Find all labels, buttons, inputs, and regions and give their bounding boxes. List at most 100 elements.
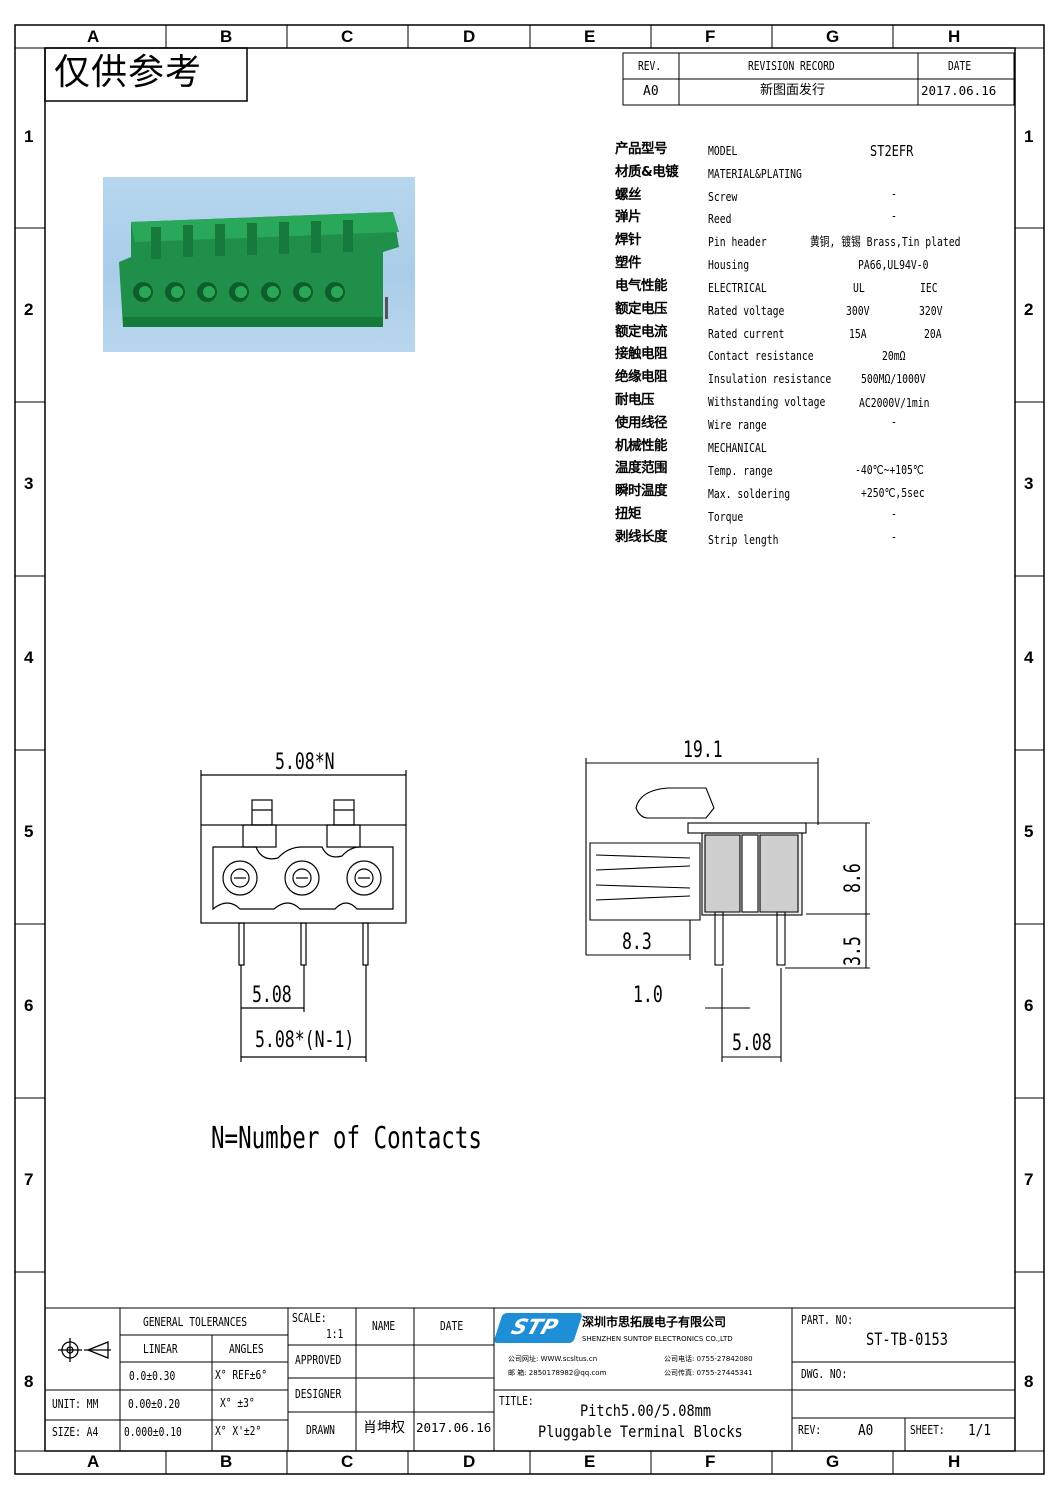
general-tolerances-label: GENERAL TOLERANCES: [143, 1315, 248, 1329]
spec-en-12: Wire range: [708, 417, 767, 432]
dwg-no-label: DWG. NO:: [801, 1367, 848, 1381]
spec-v2-8: 20A: [924, 326, 942, 341]
zone-row-6-right: 6: [1024, 996, 1034, 1015]
company-logo-text: STP: [508, 1315, 562, 1339]
spec-en-16: Torque: [708, 509, 744, 524]
spec-v2-6: IEC: [920, 280, 938, 295]
title-label: TITLE:: [499, 1394, 534, 1408]
spec-en-8: Rated current: [708, 326, 785, 341]
zone-row-4-right: 4: [1024, 648, 1034, 667]
spec-v-3: -: [891, 208, 897, 223]
dim-side-length: 19.1: [683, 738, 723, 763]
zone-col-h-top: H: [948, 27, 961, 46]
spec-v-15: +250℃,5sec: [861, 485, 925, 500]
zone-col-h-bottom: H: [948, 1452, 961, 1471]
drawn-date: 2017.06.16: [416, 1420, 492, 1435]
spec-v-11: AC2000V/1min: [859, 395, 930, 410]
spec-cn-11: 耐电压: [615, 392, 655, 408]
spec-en-13: MECHANICAL: [708, 440, 767, 455]
projection-symbol: [58, 1338, 111, 1362]
tolerance-2-linear: 0.00±0.20: [128, 1397, 181, 1411]
spec-en-0: MODEL: [708, 143, 738, 158]
name-header: NAME: [372, 1319, 396, 1333]
drawn-label: DRAWN: [306, 1423, 335, 1437]
zone-col-f-bottom: F: [705, 1452, 716, 1471]
zone-row-8-left: 8: [24, 1372, 34, 1391]
company-fax: 公司传真: 0755-27445341: [664, 1369, 753, 1377]
zone-row-5-left: 5: [24, 822, 34, 841]
zone-col-b-top: B: [220, 27, 233, 46]
spec-v-12: -: [891, 414, 897, 429]
green-connector-image: [119, 212, 399, 327]
date-header: DATE: [440, 1319, 464, 1333]
company-name-en: SHENZHEN SUNTOP ELECTRONICS CO.,LTD: [582, 1335, 733, 1343]
part-no-label: PART. NO:: [801, 1313, 854, 1327]
spec-v1-8: 15A: [849, 326, 867, 341]
drawn-by-name: 肖坤权: [363, 1420, 405, 1436]
dim-pin-width: 1.0: [633, 983, 663, 1008]
spec-v-14: -40℃~+105℃: [855, 462, 924, 477]
spec-cn-5: 塑件: [615, 255, 642, 271]
spec-cn-6: 电气性能: [615, 278, 668, 294]
zone-col-a-top: A: [87, 27, 100, 46]
zone-col-g-bottom: G: [826, 1452, 840, 1471]
spec-v-5: PA66,UL94V-0: [858, 257, 929, 272]
zone-col-e-bottom: E: [584, 1452, 596, 1471]
spec-cn-0: 产品型号: [615, 141, 668, 157]
tolerance-3-linear: 0.000±0.10: [124, 1425, 182, 1439]
zone-col-e-top: E: [584, 27, 596, 46]
dim-front-width: 5.08*N: [275, 750, 335, 775]
part-no-value: ST-TB-0153: [866, 1330, 948, 1350]
dim-side-height: 8.6: [841, 863, 866, 893]
title-line-1: Pitch5.00/5.08mm: [580, 1401, 712, 1420]
spec-model-value: ST2EFR: [870, 142, 914, 160]
size-label: SIZE: A4: [52, 1425, 99, 1439]
spec-v-9: 20mΩ: [882, 348, 906, 363]
sheet-value: 1/1: [968, 1421, 992, 1439]
spec-en-17: Strip length: [708, 532, 779, 547]
revision-value: A0: [643, 84, 659, 99]
zone-col-d-bottom: D: [463, 1452, 476, 1471]
revision-record-value: 新图面发行: [760, 83, 826, 98]
rev-label: REV:: [798, 1423, 822, 1437]
spec-cn-14: 温度范围: [615, 460, 668, 476]
contacts-note: N=Number of Contacts: [211, 1121, 482, 1156]
reference-only-stamp: 仅供参考: [54, 52, 203, 93]
scale-label: SCALE:: [292, 1311, 327, 1325]
dim-pitch: 5.08: [252, 983, 292, 1008]
spec-v-10: 500MΩ/1000V: [861, 371, 926, 386]
company-email: 邮 箱: 2850178982@qq.com: [508, 1369, 607, 1377]
spec-en-11: Withstanding voltage: [708, 394, 826, 409]
spec-en-15: Max. soldering: [708, 486, 791, 501]
designer-label: DESIGNER: [295, 1387, 342, 1401]
zone-row-2-right: 2: [1024, 300, 1034, 319]
company-name-cn: 深圳市思拓展电子有限公司: [582, 1315, 727, 1329]
dim-side-pitch: 5.08: [732, 1031, 772, 1056]
spec-cn-16: 扭矩: [615, 506, 642, 522]
dim-pitch-total: 5.08*(N-1): [255, 1028, 355, 1053]
zone-row-2-left: 2: [24, 300, 34, 319]
zone-col-d-top: D: [463, 27, 476, 46]
spec-en-6: ELECTRICAL: [708, 280, 767, 295]
spec-en-1: MATERIAL&PLATING: [708, 166, 802, 181]
spec-cn-13: 机械性能: [615, 438, 668, 454]
zone-row-7-right: 7: [1024, 1170, 1034, 1189]
spec-cn-2: 螺丝: [615, 187, 642, 203]
zone-col-f-top: F: [705, 27, 716, 46]
spec-cn-7: 额定电压: [615, 301, 668, 317]
spec-cn-9: 接触电阻: [615, 346, 668, 362]
zone-col-b-bottom: B: [220, 1452, 233, 1471]
spec-en-14: Temp. range: [708, 463, 773, 478]
revision-date-header: DATE: [948, 59, 972, 73]
spec-cn-8: 额定电流: [615, 324, 668, 340]
dim-pin-length: 3.5: [841, 936, 866, 966]
spec-v1-6: UL: [853, 280, 865, 295]
zone-row-6-left: 6: [24, 996, 34, 1015]
zone-row-1-right: 1: [1024, 127, 1034, 146]
unit-label: UNIT: MM: [52, 1397, 99, 1411]
spec-v-2: -: [891, 186, 897, 201]
spec-v-4: 黄铜, 镀锡 Brass,Tin plated: [810, 234, 961, 249]
title-line-2: Pluggable Terminal Blocks: [538, 1422, 743, 1441]
spec-en-7: Rated voltage: [708, 303, 785, 318]
spec-v1-7: 300V: [846, 303, 870, 318]
